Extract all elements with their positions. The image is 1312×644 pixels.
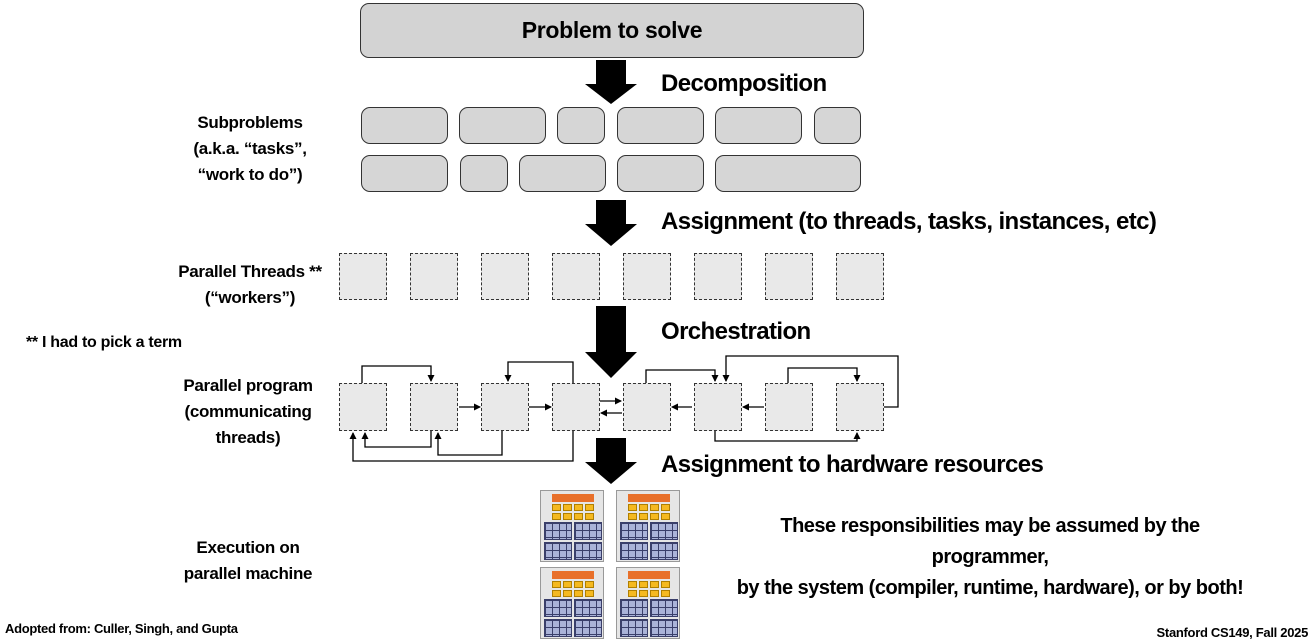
problem-label: Problem to solve xyxy=(521,17,703,43)
term-note: ** I had to pick a term xyxy=(26,334,182,351)
subproblem-box xyxy=(617,107,704,144)
subproblem-box xyxy=(361,107,448,144)
execution-line: parallel machine xyxy=(183,564,313,583)
subproblem-box xyxy=(519,155,606,192)
footer-course: Stanford CS149, Fall 2025 xyxy=(1156,625,1309,640)
hardware-arrow xyxy=(585,438,637,484)
execution-line: Execution on xyxy=(196,538,300,557)
subproblem-box xyxy=(715,107,802,144)
program-line: (communicating xyxy=(184,402,312,421)
threads-label: Parallel Threads ** (“workers”) xyxy=(165,259,335,311)
thread-box xyxy=(552,253,600,300)
program-thread-box xyxy=(765,383,813,431)
thread-box xyxy=(410,253,458,300)
execution-label: Execution on parallel machine xyxy=(166,535,330,587)
subproblem-box xyxy=(460,155,508,192)
subproblems-line: Subproblems xyxy=(197,113,303,132)
program-line: threads) xyxy=(215,428,281,447)
stage-assignment: Assignment (to threads, tasks, instances… xyxy=(661,208,1157,235)
thread-box xyxy=(836,253,884,300)
subproblems-label: Subproblems (a.k.a. “tasks”, “work to do… xyxy=(170,110,330,188)
subproblem-box xyxy=(814,107,861,144)
program-thread-box xyxy=(481,383,529,431)
processor-chip-icon xyxy=(540,490,604,562)
responsibilities-line: These responsibilities may be assumed by… xyxy=(780,515,1200,568)
subproblems-line: “work to do”) xyxy=(197,165,303,184)
assignment-arrow xyxy=(585,200,637,246)
subproblem-box xyxy=(557,107,605,144)
footer-credit: Adopted from: Culler, Singh, and Gupta xyxy=(5,621,238,636)
subproblem-box xyxy=(361,155,448,192)
subproblem-box xyxy=(617,155,704,192)
responsibilities-line: by the system (compiler, runtime, hardwa… xyxy=(736,577,1244,599)
thread-box xyxy=(339,253,387,300)
processor-chip-icon xyxy=(540,567,604,639)
orchestration-arrow xyxy=(585,306,637,378)
subproblem-box xyxy=(715,155,861,192)
thread-box xyxy=(623,253,671,300)
program-thread-box xyxy=(410,383,458,431)
threads-line: Parallel Threads ** xyxy=(178,262,322,281)
problem-box: Problem to solve xyxy=(360,3,864,58)
subproblems-line: (a.k.a. “tasks”, xyxy=(193,139,307,158)
program-thread-box xyxy=(694,383,742,431)
processor-chip-icon xyxy=(616,490,680,562)
threads-line: (“workers”) xyxy=(204,288,296,307)
subproblem-box xyxy=(459,107,546,144)
thread-box xyxy=(694,253,742,300)
thread-box xyxy=(765,253,813,300)
program-thread-box xyxy=(339,383,387,431)
stage-hardware: Assignment to hardware resources xyxy=(661,451,1044,478)
program-line: Parallel program xyxy=(183,376,313,395)
stage-orchestration: Orchestration xyxy=(661,318,811,345)
program-thread-box xyxy=(836,383,884,431)
processor-chip-icon xyxy=(616,567,680,639)
program-label: Parallel program (communicating threads) xyxy=(166,373,330,451)
program-thread-box xyxy=(552,383,600,431)
thread-box xyxy=(481,253,529,300)
responsibilities-text: These responsibilities may be assumed by… xyxy=(730,511,1250,604)
program-thread-box xyxy=(623,383,671,431)
decomposition-arrow xyxy=(585,60,637,104)
stage-decomposition: Decomposition xyxy=(661,70,827,97)
